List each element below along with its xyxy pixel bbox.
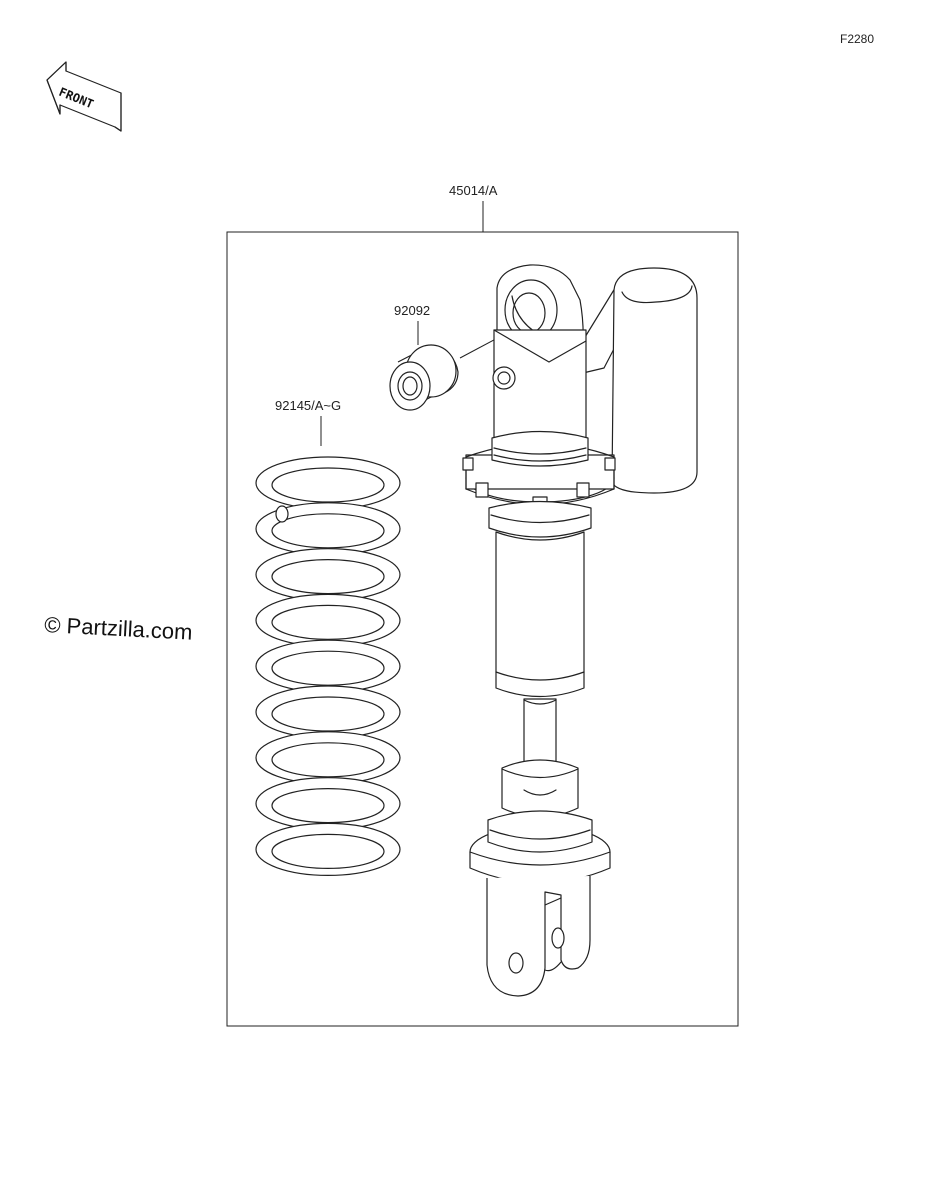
spring-coil-turn: [255, 685, 401, 739]
shock-absorber-part: [462, 264, 698, 997]
spring-coil-turn: [255, 731, 401, 785]
coil-spring-part: [255, 456, 401, 877]
bushing-part: [389, 344, 459, 411]
front-arrow-icon: FRONT: [46, 61, 122, 132]
part-label-spring: 92145/A~G: [275, 398, 341, 413]
assembly-frame: [226, 231, 739, 1027]
part-label-assembly: 45014/A: [449, 183, 498, 198]
spring-coil-turn: [255, 822, 401, 877]
spring-coil-turn: [255, 456, 401, 510]
spring-coil-turn: [255, 776, 401, 831]
spring-coil-turn: [255, 593, 401, 648]
spring-coil-turn: [255, 639, 401, 693]
spring-coil-turn: [255, 547, 401, 602]
part-label-bushing: 92092: [394, 303, 430, 318]
watermark: © Partzilla.com: [44, 612, 193, 645]
spring-coil-turn: [255, 502, 401, 556]
figure-code: F2280: [840, 32, 874, 46]
spring-wire-end: [275, 505, 289, 523]
